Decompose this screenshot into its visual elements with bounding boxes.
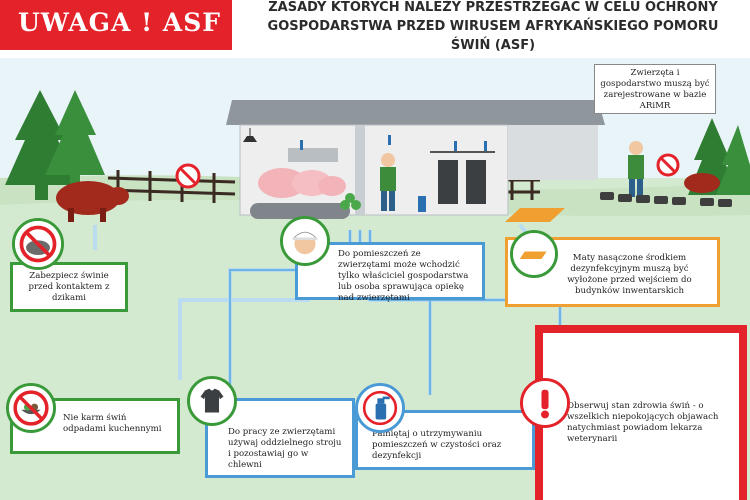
note-health-panel: Obserwuj stan zdrowia świń - o wszelkich… (535, 325, 747, 500)
note-cleanliness-text: Pamiętaj o utrzymywaniu pomieszczeń w cz… (372, 429, 502, 461)
note-clothing: Do pracy ze zwierzętami używaj oddzielne… (205, 398, 355, 478)
subtitle-line-1: ZASADY KTÓRYCH NALEŻY PRZESTRZEGAĆ W CEL… (268, 0, 718, 15)
wild-boar-right (684, 173, 720, 193)
note-staff: Do pomieszczeń ze zwierzętami może wchod… (295, 242, 485, 303)
note-registration-text: Zwierzęta i gospodarstwo muszą być zarej… (600, 68, 710, 111)
farmer-head-icon (280, 216, 330, 266)
no-boar-sign-right (656, 153, 680, 177)
no-wild-boar-icon (12, 218, 64, 270)
header-banner (0, 0, 232, 50)
note-registration: Zwierzęta i gospodarstwo muszą być zarej… (594, 64, 716, 114)
note-wild-boar-text: Zabezpiecz świnie przed kontaktem z dzik… (28, 271, 110, 303)
header-title: UWAGA ! ASF (18, 8, 222, 37)
note-clothing-text: Do pracy ze zwierzętami używaj oddzielne… (228, 427, 342, 470)
orange-mat-icon (510, 230, 558, 278)
fence-left (107, 170, 236, 203)
wild-boar-illustration (56, 181, 129, 222)
no-kitchen-waste-icon (6, 383, 56, 433)
note-wild-boar: Zabezpiecz świnie przed kontaktem z dzik… (10, 262, 128, 312)
header-subtitle: ZASADY KTÓRYCH NALEŻY PRZESTRZEGAĆ W CEL… (258, 0, 728, 55)
warning-exclamation-icon (520, 378, 570, 428)
no-entry-sign (175, 163, 201, 189)
barn-illustration (226, 100, 605, 219)
disinfection-mat (505, 208, 565, 222)
note-mats-text: Maty nasączone środkiem dezynfekcyjnym m… (567, 253, 692, 296)
ground-tiles (600, 192, 732, 207)
disinfectant-spray-icon (355, 383, 405, 433)
subtitle-line-3: ŚWIŃ (ASF) (450, 38, 536, 53)
note-staff-text: Do pomieszczeń ze zwierzętami może wchod… (338, 249, 469, 303)
note-mats: Maty nasączone środkiem dezynfekcyjnym m… (505, 237, 720, 307)
trees-left (5, 90, 105, 200)
note-kitchen-waste-text: Nie karm świń odpadami kuchennymi (63, 413, 162, 434)
note-health-text: Obserwuj stan zdrowia świń - o wszelkich… (567, 401, 719, 444)
work-shirt-icon (187, 376, 237, 426)
farmer-right (628, 141, 644, 197)
subtitle-line-2: GOSPODARSTWA PRZED WIRUSEM AFRYKAŃSKIEGO… (267, 19, 719, 34)
